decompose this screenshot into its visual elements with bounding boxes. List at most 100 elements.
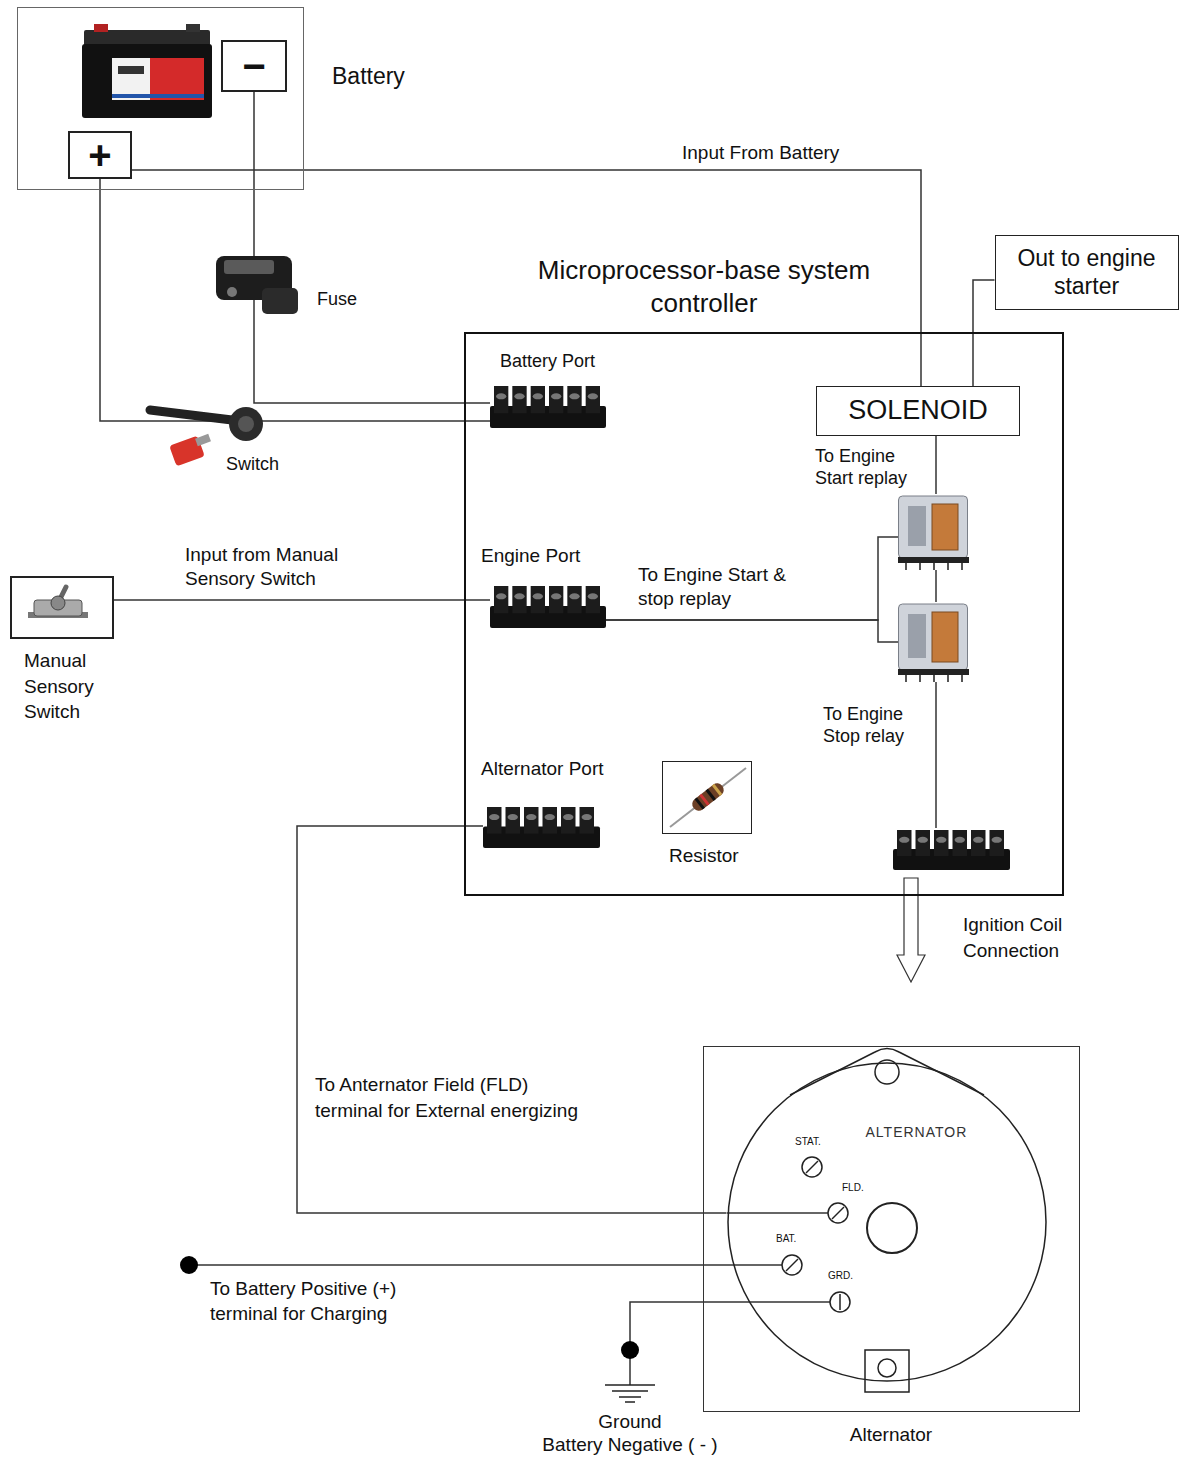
node-text: SOLENOID xyxy=(848,396,988,426)
output-box: Out to engine starter xyxy=(995,235,1179,310)
block-post xyxy=(512,586,526,613)
relay-frame xyxy=(908,614,926,658)
ground-wire xyxy=(630,1302,830,1385)
fuse-picture xyxy=(216,256,298,314)
fuse-screw xyxy=(227,287,237,297)
block-post xyxy=(524,807,539,834)
block-post xyxy=(953,830,968,856)
ground-bar xyxy=(612,1390,648,1392)
shaft-hole xyxy=(867,1203,917,1253)
block-post xyxy=(549,386,563,413)
terminal-slot xyxy=(832,1207,844,1219)
block-screw xyxy=(569,593,579,599)
charging-wire xyxy=(189,1264,782,1266)
block-screw xyxy=(936,837,946,843)
terminal-block: Battery Port xyxy=(490,384,606,428)
block-screw xyxy=(514,393,524,399)
block-post xyxy=(512,386,526,413)
block-post xyxy=(586,386,600,413)
relay-symbol: To Engine Start replay xyxy=(898,494,975,570)
switch-box: Manual Sensory Switch xyxy=(10,576,114,639)
battery-post xyxy=(186,24,200,32)
block-post xyxy=(531,586,545,613)
terminal-stud xyxy=(782,1255,802,1275)
terminal-block: Alternator Port xyxy=(483,805,600,848)
block-screw xyxy=(489,814,499,820)
block-screw xyxy=(569,393,579,399)
battery-sticker xyxy=(112,58,204,100)
battery-box: −+Battery xyxy=(17,7,304,190)
switch-body xyxy=(229,407,263,441)
block-screw xyxy=(918,837,928,843)
field-wire xyxy=(727,1212,828,1214)
mounting-hole xyxy=(875,1060,899,1084)
relay-shape xyxy=(898,602,975,682)
resistor-lead xyxy=(670,768,746,827)
terminal-stud xyxy=(782,1255,802,1275)
relay-shape xyxy=(898,494,975,570)
node-heading: Alternator xyxy=(704,1423,1078,1447)
block-screw xyxy=(563,814,573,820)
node-text: − xyxy=(242,46,265,86)
node-heading: Battery xyxy=(332,62,462,91)
wire-label: Input From Battery xyxy=(682,141,902,165)
node-heading: Alternator Port xyxy=(481,757,651,781)
fuse-cap xyxy=(262,288,298,314)
alternator-picture xyxy=(180,1049,984,1403)
terminal-stud xyxy=(828,1203,848,1223)
node-heading: Battery Port xyxy=(500,350,650,373)
block-shape xyxy=(490,584,606,628)
terminal-stud xyxy=(828,1203,848,1223)
fuse-cover xyxy=(224,260,274,274)
block-screw xyxy=(588,393,598,399)
block-screw xyxy=(526,814,536,820)
resistor-band xyxy=(706,789,716,801)
resistor-body xyxy=(690,781,726,813)
block-screw xyxy=(551,593,561,599)
mounting-hole xyxy=(878,1359,896,1377)
block-post xyxy=(543,807,558,834)
block-post xyxy=(934,830,949,856)
node-heading: To Engine Start replay xyxy=(815,446,927,490)
node-heading: Resistor xyxy=(669,844,789,868)
block-post xyxy=(916,830,931,856)
terminal-stud xyxy=(802,1157,822,1177)
ground-symbol xyxy=(605,1385,655,1402)
node-heading: To Engine Stop relay xyxy=(823,704,933,748)
relay-case xyxy=(899,496,968,558)
note: To Battery Positive (+) terminal for Cha… xyxy=(210,1277,455,1326)
housing-outline xyxy=(728,1063,1046,1381)
block-post xyxy=(990,830,1005,856)
node-heading: Ignition Coil Connection xyxy=(963,912,1088,963)
block-post xyxy=(549,586,563,613)
terminal-block: Engine Port xyxy=(490,584,606,628)
relay-symbol: To Engine Stop relay xyxy=(898,602,975,682)
relay-pin xyxy=(919,563,921,570)
wire-label: To Anternator Field (FLD) terminal for E… xyxy=(315,1072,590,1124)
wire xyxy=(254,92,490,403)
battery-post xyxy=(94,24,108,32)
battery-lid xyxy=(84,30,210,46)
block-shape xyxy=(893,828,1010,870)
part-label: Fuse xyxy=(317,288,397,311)
block-post xyxy=(580,807,595,834)
alternator-box: ALTERNATORAlternator xyxy=(703,1046,1080,1412)
terminal-stud xyxy=(802,1157,822,1177)
block-shape xyxy=(483,805,600,848)
ground-bar xyxy=(619,1396,641,1398)
battery-logo xyxy=(118,66,144,74)
block-screw xyxy=(582,814,592,820)
ground-dot xyxy=(621,1341,639,1359)
relay-pin xyxy=(919,675,921,682)
battery-sticker xyxy=(150,58,204,100)
node-heading: Manual Sensory Switch xyxy=(24,648,116,725)
resistor-band xyxy=(712,784,722,796)
block-screw xyxy=(588,593,598,599)
block-post xyxy=(971,830,986,856)
circle-shape xyxy=(727,1062,1047,1382)
block-screw xyxy=(551,393,561,399)
wire xyxy=(935,570,937,602)
wire xyxy=(606,620,898,642)
block-screw xyxy=(496,593,506,599)
switch-lever xyxy=(150,410,232,420)
